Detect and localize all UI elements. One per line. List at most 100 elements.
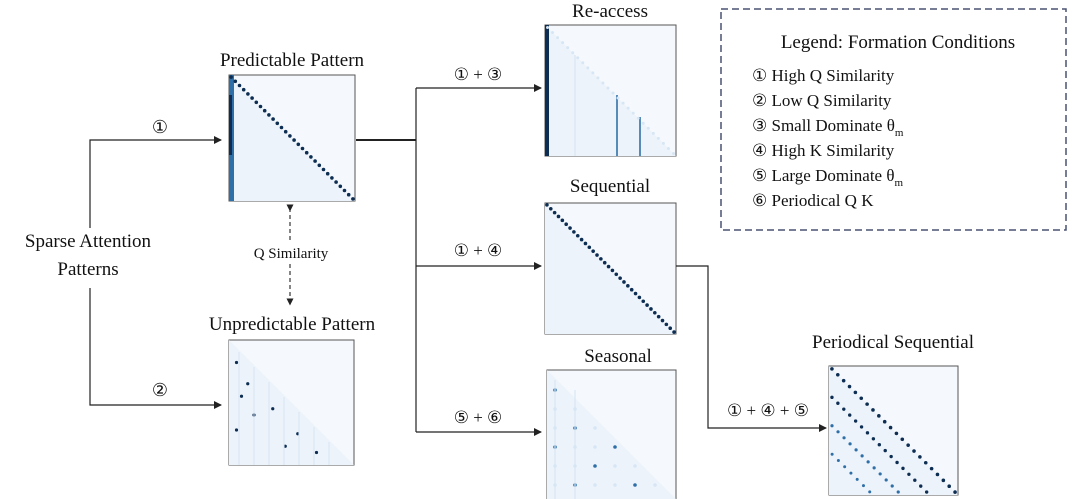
heatmap-diagonal-cell xyxy=(292,138,296,142)
heatmap-offdiagonal-cell xyxy=(878,472,882,476)
heatmap-diagonal-cell xyxy=(321,167,326,172)
heatmap-diagonal-cell xyxy=(653,311,657,315)
sequential-title: Sequential xyxy=(570,176,650,197)
legend-item-6: ⑥ Periodical Q K xyxy=(752,191,874,210)
heatmap-diagonal-cell xyxy=(941,478,946,483)
heatmap-diagonal-cell xyxy=(587,245,592,250)
heatmap-diagonal-cell xyxy=(258,104,263,109)
heatmap-diagonal-cell xyxy=(888,425,893,430)
heatmap-offdiagonal-cell xyxy=(853,419,858,423)
heatmap-diagonal-cell xyxy=(556,214,561,219)
heatmap-diagonal-cell xyxy=(918,455,922,459)
heatmap-diagonal-cell xyxy=(342,188,347,193)
edge-label-reaccess: ① + ③ xyxy=(454,65,503,84)
heatmap-diagonal-cell xyxy=(551,31,555,35)
heatmap-diagonal-cell xyxy=(262,108,267,113)
periodical-heatmap xyxy=(828,365,959,496)
heatmap-diagonal-cell xyxy=(631,111,635,115)
heatmap-diagonal-cell xyxy=(947,484,952,489)
reaccess-heatmap xyxy=(544,24,677,157)
edge-to-periodical xyxy=(676,265,827,432)
heatmap-diagonal-cell xyxy=(556,36,560,40)
heatmap-diagonal-cell xyxy=(568,226,572,230)
heatmap-offdiagonal-cell xyxy=(848,413,852,417)
heatmap-diagonal-cell xyxy=(325,171,330,176)
heatmap-diagonal-cell xyxy=(865,402,869,406)
heatmap-seasonal-cell xyxy=(633,464,637,468)
legend-item-3-text: ③ Small Dominate θ xyxy=(752,116,895,135)
heatmap-diagonal-cell xyxy=(233,79,238,84)
heatmap-diagonal-cell xyxy=(351,197,355,201)
heatmap-diagonal-cell xyxy=(636,116,640,120)
legend-title: Legend: Formation Conditions xyxy=(781,32,1015,53)
heatmap-offdiagonal-cell xyxy=(907,472,911,476)
unpredictable-title: Unpredictable Pattern xyxy=(209,314,376,335)
heatmap-diagonal-cell xyxy=(571,51,575,55)
heatmap-diagonal-cell xyxy=(633,291,638,296)
heatmap-diagonal-cell xyxy=(877,414,881,418)
heatmap-diagonal-cell xyxy=(596,76,600,80)
heatmap-offdiagonal-cell xyxy=(859,425,864,429)
heatmap-sparse-cell xyxy=(234,360,239,365)
heatmap-offdiagonal-cell xyxy=(877,442,882,447)
heatmap-seasonal-cell xyxy=(593,445,597,449)
periodical-title: Periodical Sequential xyxy=(812,332,974,353)
heatmap-diagonal-cell xyxy=(246,92,250,96)
heatmap-offdiagonal-cell xyxy=(884,478,888,482)
heatmap-diagonal-cell xyxy=(621,101,625,105)
heatmap-diagonal-cell xyxy=(338,184,343,189)
heatmap-diagonal-cell xyxy=(611,91,615,95)
heatmap-diagonal-cell xyxy=(601,81,605,85)
heatmap-diagonal-cell xyxy=(591,249,595,253)
heatmap-diagonal-cell xyxy=(656,136,660,140)
heatmap-seasonal-cell xyxy=(633,483,637,487)
heatmap-offdiagonal-cell xyxy=(849,471,853,475)
heatmap-diagonal-cell xyxy=(853,390,858,395)
heatmap-diagonal-cell xyxy=(616,96,620,100)
heatmap-diagonal-cell xyxy=(346,192,351,197)
heatmap-diagonal-cell xyxy=(651,131,655,135)
heatmap-offdiagonal-cell xyxy=(883,448,887,453)
heatmap-diagonal-cell xyxy=(912,449,916,453)
heatmap-seasonal-cell xyxy=(613,445,617,449)
heatmap-diagonal-cell xyxy=(626,106,630,110)
heatmap-offdiagonal-cell xyxy=(830,452,834,456)
heatmap-lower-triangle xyxy=(547,370,676,499)
heatmap-diagonal-cell xyxy=(906,443,910,447)
heatmap-diagonal-cell xyxy=(668,326,673,331)
heatmap-diagonal-cell xyxy=(561,41,565,45)
heatmap-diagonal-cell xyxy=(241,87,246,92)
seasonal-heatmap xyxy=(546,369,677,499)
heatmap-offdiagonal-cell xyxy=(830,395,834,400)
heatmap-diagonal-cell xyxy=(929,466,934,471)
heatmap-offdiagonal-cell xyxy=(842,407,846,411)
heatmap-diagonal-cell xyxy=(564,222,568,226)
heatmap-diagonal-cell xyxy=(576,56,580,60)
heatmap-diagonal-cell xyxy=(900,437,905,442)
heatmap-offdiagonal-cell xyxy=(866,460,870,464)
heatmap-diagonal-cell xyxy=(835,372,840,377)
heatmap-diagonal-cell xyxy=(545,203,549,207)
heatmap-diagonal-cell xyxy=(871,408,875,412)
heatmap-offdiagonal-cell xyxy=(855,477,859,481)
heatmap-offdiagonal-cell xyxy=(836,459,840,463)
heatmap-diagonal-cell xyxy=(583,241,588,246)
heatmap-diagonal-cell xyxy=(606,264,611,269)
edge-label-1: ① xyxy=(152,117,168,137)
heatmap-diagonal-cell xyxy=(548,206,553,211)
heatmap-diagonal-cell xyxy=(575,233,580,238)
heatmap-diagonal-cell xyxy=(275,121,280,126)
heatmap-diagonal-cell xyxy=(935,472,940,477)
heatmap-offdiagonal-cell xyxy=(868,490,872,494)
legend-box xyxy=(720,8,1067,231)
heatmap-seasonal-cell xyxy=(613,464,617,468)
heatmap-offdiagonal-cell xyxy=(865,431,870,435)
legend-item-2: ② Low Q Similarity xyxy=(752,91,892,110)
heatmap-diagonal-cell xyxy=(229,75,233,79)
heatmap-diagonal-cell xyxy=(313,159,317,163)
heatmap-diagonal-cell xyxy=(661,141,665,145)
heatmap-diagonal-cell xyxy=(649,307,653,311)
heatmap-diagonal-cell xyxy=(254,100,259,105)
heatmap-diagonal-cell xyxy=(595,253,599,257)
